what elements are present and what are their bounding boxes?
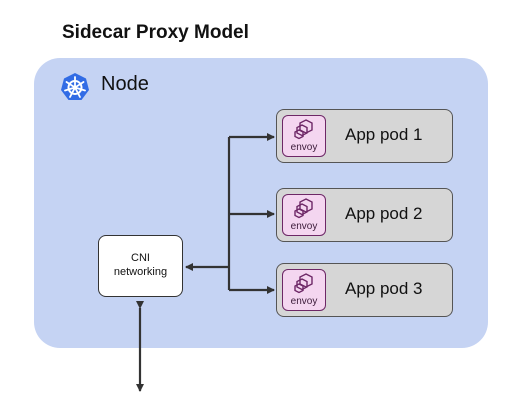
app-pod-2: envoy App pod 2 [276, 188, 453, 242]
node-label: Node [101, 73, 149, 95]
pod-label: App pod 3 [345, 279, 423, 298]
envoy-icon [294, 273, 313, 294]
envoy-label: envoy [290, 142, 318, 153]
kubernetes-icon [61, 73, 89, 100]
envoy-label: envoy [290, 296, 318, 307]
envoy-icon [294, 198, 313, 219]
diagram-title: Sidecar Proxy Model [62, 22, 249, 43]
envoy-proxy-badge: envoy [282, 115, 326, 157]
pod-label: App pod 2 [345, 204, 423, 223]
cni-label-line2: networking [113, 266, 168, 278]
envoy-icon [294, 119, 313, 140]
cni-networking-box: CNI networking [98, 235, 183, 297]
envoy-proxy-badge: envoy [282, 269, 326, 311]
app-pod-1: envoy App pod 1 [276, 109, 453, 163]
cni-label-line1: CNI [131, 252, 150, 264]
envoy-proxy-badge: envoy [282, 194, 326, 236]
app-pod-3: envoy App pod 3 [276, 263, 453, 317]
envoy-label: envoy [290, 221, 318, 232]
pod-label: App pod 1 [345, 125, 423, 144]
